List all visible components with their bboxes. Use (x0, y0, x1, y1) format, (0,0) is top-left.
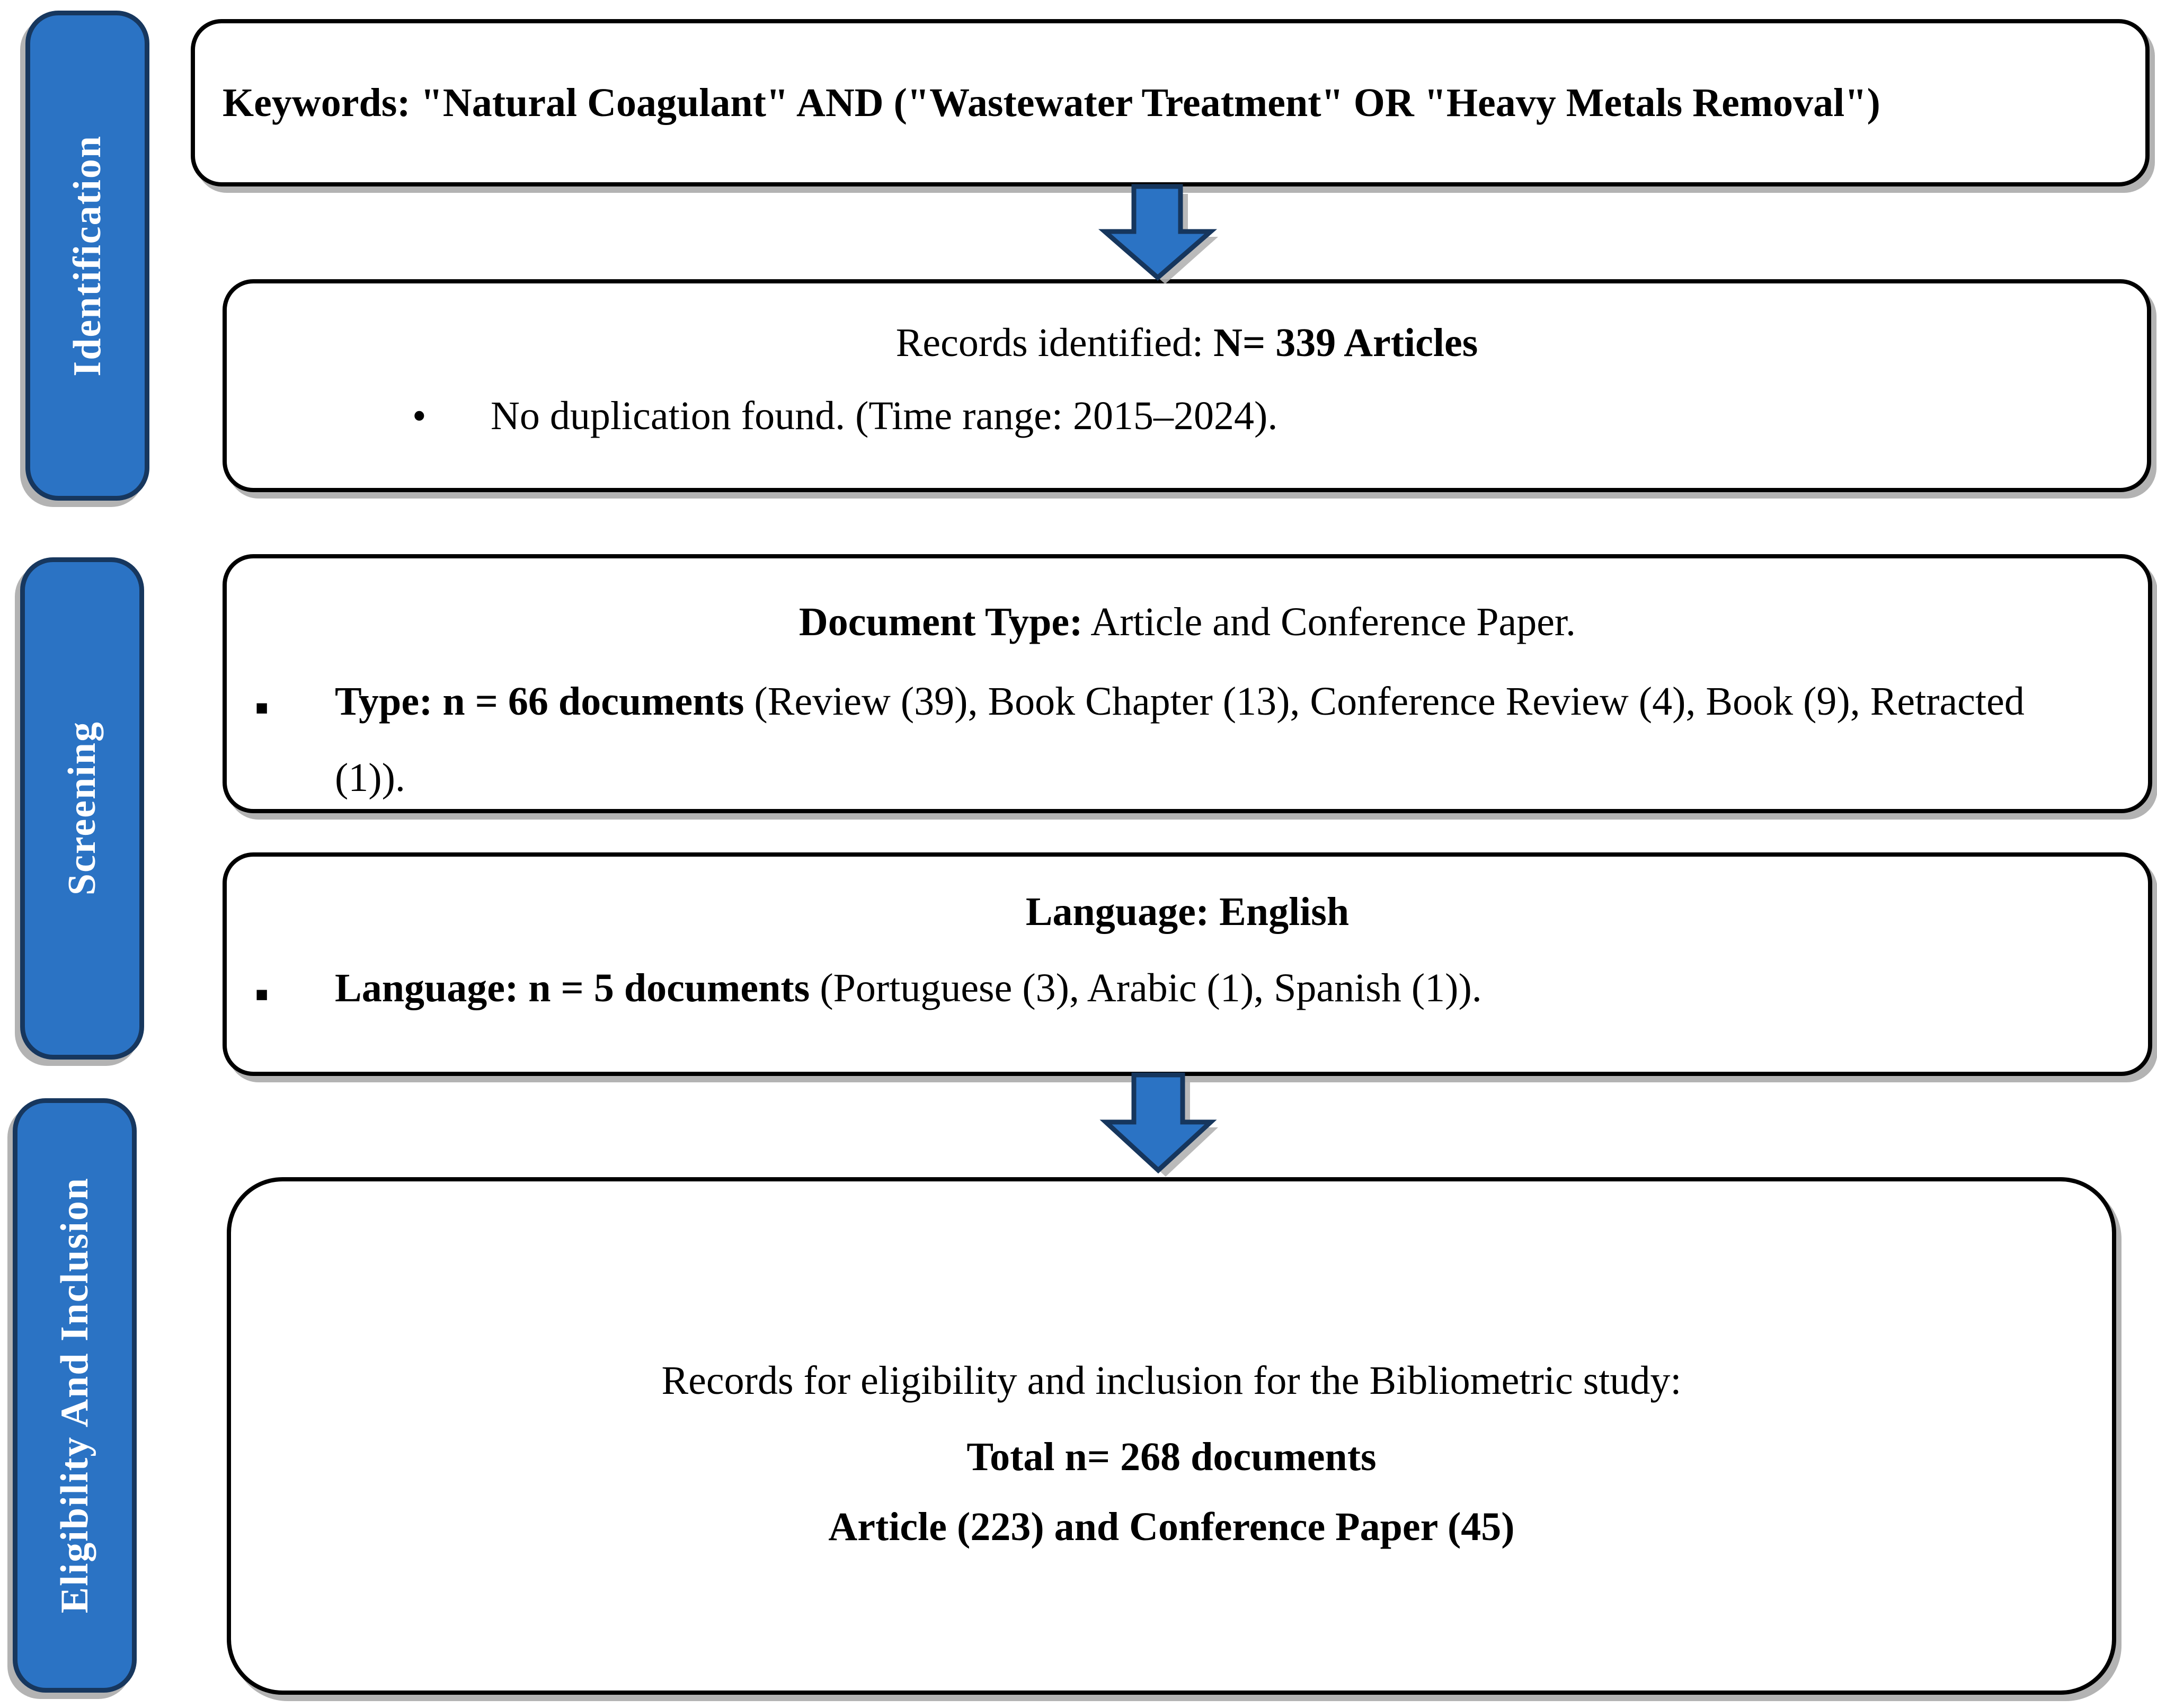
document-type-title: Document Type: Article and Conference Pa… (227, 600, 2148, 644)
language-bullet-text: Language: n = 5 documents (Portuguese (3… (335, 950, 1482, 1026)
records-bullet-item: • No duplication found. (Time range: 201… (227, 378, 2147, 454)
stage-bar-identification: Identification (25, 11, 149, 501)
stage-label-eligibility-and-inclusion: Eligibility And Inclusion (52, 1177, 96, 1614)
records-title-count: N= 339 Articles (1213, 321, 1478, 365)
keywords-text: Keywords: "Natural Coagulant" AND ("Wast… (223, 81, 1880, 125)
language-bullet-item: ■ Language: n = 5 documents (Portuguese … (227, 950, 2148, 1026)
language-title: Language: English (1025, 889, 1350, 934)
records-bullet-text: No duplication found. (Time range: 2015–… (491, 394, 1278, 438)
eligibility-line-1: Records for eligibility and inclusion fo… (661, 1358, 1682, 1403)
document-type-bullet-text: Type: n = 66 documents (Review (39), Boo… (335, 663, 2084, 816)
records-title-prefix: Records identified: (895, 321, 1214, 365)
keywords-box: Keywords: "Natural Coagulant" AND ("Wast… (191, 19, 2150, 186)
eligibility-inclusion-box: Records for eligibility and inclusion fo… (227, 1177, 2116, 1695)
document-type-box: Document Type: Article and Conference Pa… (223, 554, 2152, 813)
arrow-down-icon (1098, 184, 1218, 284)
document-type-title-label: Document Type: (798, 600, 1083, 644)
language-bullet-lead: Language: n = 5 documents (335, 966, 820, 1010)
language-box: Language: English ■ Language: n = 5 docu… (223, 852, 2152, 1076)
document-type-bullet-rest: (Review (39), Book Chapter (13), Confere… (335, 679, 2025, 800)
bullet-square-icon: ■ (255, 982, 269, 1006)
records-identified-title: Records identified: N= 339 Articles (227, 321, 2147, 365)
bullet-square-icon: ■ (255, 696, 269, 719)
stage-label-screening: Screening (60, 721, 104, 896)
stage-bar-screening: Screening (20, 557, 144, 1060)
document-type-bullet-lead: Type: n = 66 documents (335, 679, 754, 724)
bullet-dot-icon: • (412, 394, 427, 438)
eligibility-line-3: Article (223) and Conference Paper (45) (828, 1505, 1515, 1549)
language-bullet-rest: (Portuguese (3), Arabic (1), Spanish (1)… (820, 966, 1482, 1010)
records-identified-box: Records identified: N= 339 Articles • No… (223, 279, 2151, 492)
arrow-down-icon (1099, 1072, 1218, 1177)
document-type-bullet-item: ■ Type: n = 66 documents (Review (39), B… (227, 663, 2148, 816)
eligibility-line-2: Total n= 268 documents (966, 1435, 1377, 1479)
document-type-title-rest: Article and Conference Paper. (1082, 600, 1576, 644)
stage-label-identification: Identification (65, 135, 109, 377)
stage-bar-eligibility-and-inclusion: Eligibility And Inclusion (13, 1098, 137, 1693)
